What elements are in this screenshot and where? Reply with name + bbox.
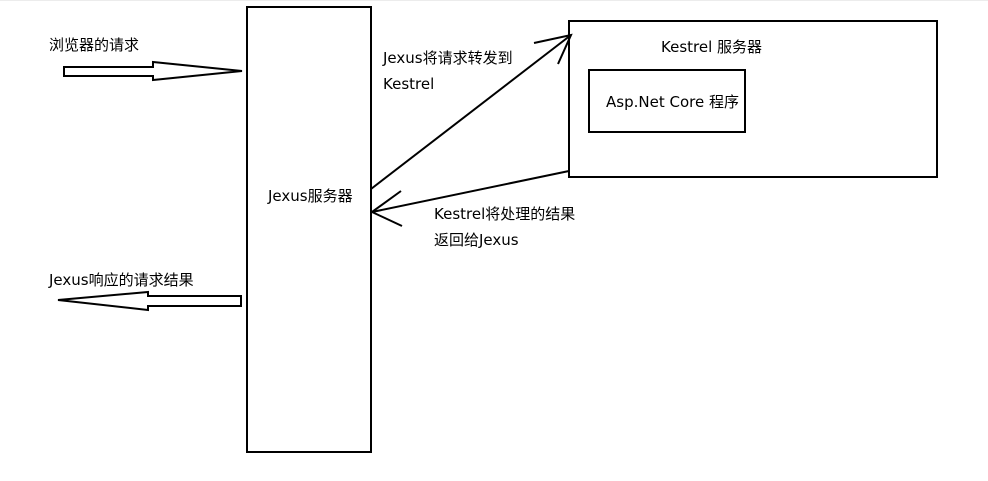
jexus-response-label: Jexus响应的请求结果 (49, 271, 194, 289)
forward-arrow-head (533, 33, 573, 65)
return-label-line1: Kestrel将处理的结果 (434, 205, 576, 223)
return-arrow-head (370, 190, 403, 227)
browser-request-arrow (63, 60, 243, 82)
return-label-line2: 返回给Jexus (434, 231, 519, 249)
browser-request-label: 浏览器的请求 (49, 36, 140, 54)
jexus-server-label: Jexus服务器 (268, 187, 353, 205)
jexus-response-arrow (57, 290, 242, 312)
kestrel-server-label: Kestrel 服务器 (661, 38, 763, 56)
jexus-server-box (246, 6, 372, 453)
asp-net-core-label: Asp.Net Core 程序 (606, 93, 739, 111)
asp-net-core-box (588, 69, 746, 133)
top-border-line (0, 0, 988, 1)
return-arrow-line (371, 170, 570, 213)
kestrel-server-box (568, 20, 938, 178)
forward-label-line2: Kestrel (383, 75, 435, 93)
forward-arrow-line (370, 34, 572, 190)
forward-label-line1: Jexus将请求转发到 (383, 49, 513, 67)
